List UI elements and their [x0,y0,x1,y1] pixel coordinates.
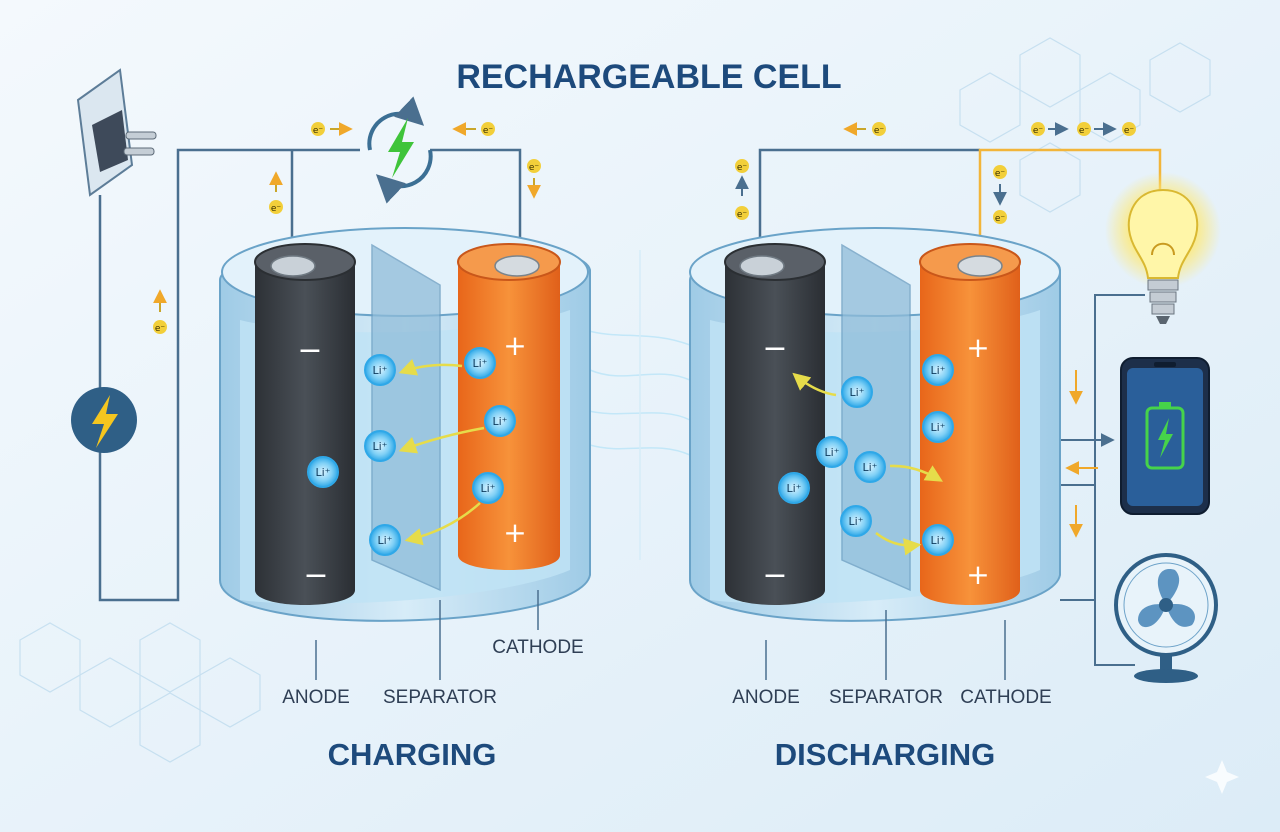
cathode-plus-bottom: + [503,516,526,549]
anode-minus-top-discharging: − [762,331,787,366]
svg-text:Li⁺: Li⁺ [863,461,878,474]
svg-text:Li⁺: Li⁺ [473,357,488,370]
label-separator-charging: SEPARATOR [383,687,497,708]
charging-cell: − − + + Li⁺ Li⁺ Li⁺ Li⁺ Li⁺ Li⁺ Li⁺ [219,227,591,772]
svg-text:Li⁺: Li⁺ [373,440,388,453]
svg-text:Li⁺: Li⁺ [373,364,388,377]
svg-text:e⁻: e⁻ [737,163,748,173]
anode-minus-top: − [297,333,322,368]
svg-text:e⁻: e⁻ [995,169,1006,179]
anode-discharging: − − [724,243,826,605]
svg-text:Li⁺: Li⁺ [849,515,864,528]
label-separator-discharging: SEPARATOR [829,687,943,708]
cathode-discharging: + + [919,243,1021,605]
sparkle-icon [1205,760,1239,794]
svg-text:Li⁺: Li⁺ [481,482,496,495]
cathode-charging: + + [457,243,561,570]
svg-text:Li⁺: Li⁺ [378,534,393,547]
ions-charging: Li⁺ Li⁺ Li⁺ Li⁺ Li⁺ Li⁺ Li⁺ [307,347,516,556]
page-title: RECHARGEABLE CELL [456,58,841,96]
label-cathode-charging: CATHODE [492,637,583,658]
heading-charging: CHARGING [328,737,497,772]
svg-text:e⁻: e⁻ [483,126,494,136]
cathode-plus-top: + [503,329,526,362]
hexagon-pattern [19,37,1211,763]
anode-minus-bottom: − [303,558,328,593]
svg-text:Li⁺: Li⁺ [493,415,508,428]
svg-text:Li⁺: Li⁺ [850,386,865,399]
charge-cycle-icon [367,96,433,204]
separator-discharging [841,243,911,592]
anode-minus-bottom-discharging: − [762,558,787,593]
light-bulb-icon [1105,172,1221,324]
power-plug-icon [76,68,157,197]
svg-text:Li⁺: Li⁺ [931,364,946,377]
label-anode-discharging: ANODE [732,687,800,708]
svg-text:e⁻: e⁻ [271,204,282,214]
svg-text:e⁻: e⁻ [313,126,324,136]
anode-charging: − − [254,243,356,605]
svg-text:e⁻: e⁻ [1079,126,1090,136]
label-cathode-discharging: CATHODE [960,687,1051,708]
electron-markers-discharging: e⁻ e⁻ e⁻ e⁻ e⁻ e⁻ e⁻ e⁻ [735,122,1136,538]
ions-discharging: Li⁺ Li⁺ Li⁺ Li⁺ Li⁺ Li⁺ Li⁺ Li⁺ [778,354,954,556]
electron-markers-charging: e⁻ e⁻ e⁻ e⁻ e⁻ [153,122,541,334]
svg-text:e⁻: e⁻ [1033,126,1044,136]
lightning-icon [71,387,137,453]
fan-icon [1114,553,1218,683]
svg-text:Li⁺: Li⁺ [316,466,331,479]
svg-text:Li⁺: Li⁺ [787,482,802,495]
cathode-plus-top-discharging: + [966,331,989,364]
smartphone-battery-icon [1120,357,1210,515]
svg-text:Li⁺: Li⁺ [825,446,840,459]
svg-text:e⁻: e⁻ [737,210,748,220]
cathode-plus-bottom-discharging: + [966,558,989,591]
charging-circuit: e⁻ e⁻ e⁻ e⁻ e⁻ [71,68,541,602]
svg-text:Li⁺: Li⁺ [931,421,946,434]
label-anode-charging: ANODE [282,687,350,708]
discharging-cell: − − + + Li⁺ Li⁺ Li⁺ Li⁺ Li⁺ Li⁺ Li⁺ Li⁺ … [689,227,1061,772]
svg-text:Li⁺: Li⁺ [931,534,946,547]
discharging-circuit: e⁻ e⁻ e⁻ e⁻ e⁻ e⁻ e⁻ e⁻ [735,122,1221,683]
heading-discharging: DISCHARGING [775,737,995,772]
svg-text:e⁻: e⁻ [1124,126,1135,136]
svg-text:e⁻: e⁻ [155,324,166,334]
svg-text:e⁻: e⁻ [874,126,885,136]
svg-text:e⁻: e⁻ [995,214,1006,224]
energy-streaks [584,250,691,560]
svg-text:e⁻: e⁻ [529,163,540,173]
